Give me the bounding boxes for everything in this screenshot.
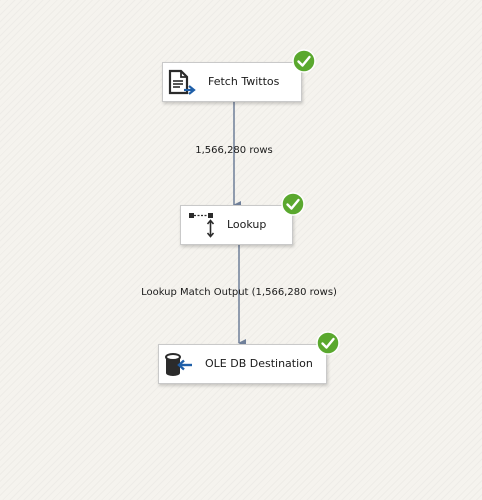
component-lookup[interactable]: Lookup bbox=[180, 205, 293, 245]
success-check-icon bbox=[281, 192, 305, 216]
component-ole-db-destination[interactable]: OLE DB Destination bbox=[158, 344, 327, 384]
component-fetch-twittos[interactable]: Fetch Twittos bbox=[162, 62, 302, 102]
success-check-icon bbox=[292, 49, 316, 73]
lookup-transform-icon bbox=[187, 210, 217, 244]
database-destination-icon bbox=[162, 351, 194, 383]
data-path-label: 1,566,280 rows bbox=[195, 145, 273, 156]
component-label: Fetch Twittos bbox=[208, 75, 280, 88]
component-label: Lookup bbox=[227, 218, 267, 231]
data-path-label: Lookup Match Output (1,566,280 rows) bbox=[141, 287, 337, 298]
source-document-icon bbox=[167, 69, 197, 101]
success-check-icon bbox=[316, 331, 340, 355]
component-label: OLE DB Destination bbox=[205, 357, 313, 370]
